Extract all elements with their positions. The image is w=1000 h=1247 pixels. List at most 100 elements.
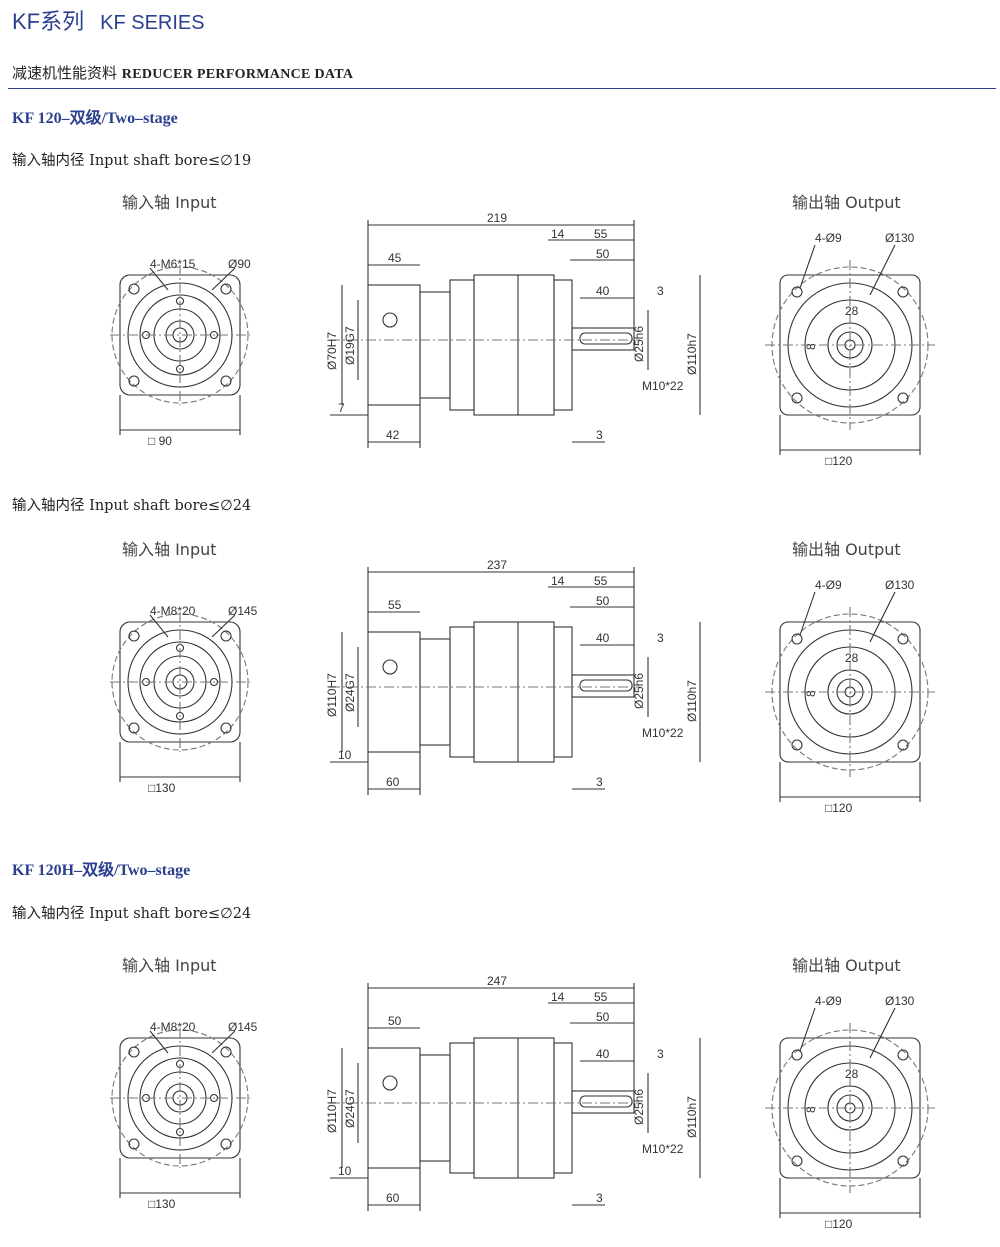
output-flange-view bbox=[765, 244, 935, 455]
side-dim-50: 50 bbox=[596, 594, 610, 608]
side-pilot-dia: Ø110h7 bbox=[685, 680, 699, 722]
side-dim-offset: 7 bbox=[338, 401, 345, 415]
side-dim-50: 50 bbox=[596, 1010, 610, 1024]
side-total-length: 219 bbox=[487, 211, 507, 225]
series-title-cn: KF系列 bbox=[12, 9, 85, 34]
side-dim-offset: 10 bbox=[338, 1164, 352, 1178]
output-view-label: 输出轴 Output bbox=[792, 193, 901, 212]
side-housing-bore: Ø110H7 bbox=[325, 1089, 339, 1133]
drawing-2: 输入轴 Input 输出轴 Output 4-M8*20 Ø145 □130 2… bbox=[0, 527, 1000, 831]
series-title-en: KF SERIES bbox=[100, 12, 205, 34]
side-dim-50: 50 bbox=[596, 247, 610, 261]
side-view bbox=[330, 983, 701, 1211]
output-key-width: 8 bbox=[804, 690, 818, 697]
output-key-width: 8 bbox=[804, 343, 818, 350]
side-dim-14: 14 bbox=[551, 227, 565, 241]
side-view bbox=[330, 220, 701, 448]
input-view-label: 输入轴 Input bbox=[122, 193, 217, 212]
side-shaft-dia: Ø25h6 bbox=[632, 326, 646, 362]
side-dim-40: 40 bbox=[596, 1047, 610, 1061]
side-housing-bore: Ø70H7 bbox=[325, 332, 339, 370]
side-dim-40: 40 bbox=[596, 631, 610, 645]
input-flange-view bbox=[110, 1028, 250, 1198]
model-title-kf120h: KF 120H–双级/Two–stage bbox=[12, 862, 191, 879]
side-dim-55: 55 bbox=[594, 227, 608, 241]
side-dim-55: 55 bbox=[594, 990, 608, 1004]
side-input-bore: Ø24G7 bbox=[343, 673, 357, 712]
side-dim-14: 14 bbox=[551, 990, 565, 1004]
side-dim-3-bottom: 3 bbox=[596, 775, 603, 789]
output-key-height: 28 bbox=[845, 1067, 859, 1081]
output-flange-view bbox=[765, 591, 935, 802]
bore-caption-2: 输入轴内径 Input shaft bore≤∅24 bbox=[12, 498, 252, 514]
output-holes-dim: 4-Ø9 bbox=[815, 231, 842, 245]
technical-drawing: 输入轴 Input 输出轴 Output 4-M8*20 Ø145 □130 2… bbox=[110, 956, 935, 1231]
side-pilot-dia: Ø110h7 bbox=[685, 333, 699, 375]
output-pcd-dim: Ø130 bbox=[885, 578, 915, 592]
output-holes-dim: 4-Ø9 bbox=[815, 994, 842, 1008]
side-dim-3-top: 3 bbox=[657, 284, 664, 298]
side-dim-input-base: 60 bbox=[386, 775, 400, 789]
side-shaft-dia: Ø25h6 bbox=[632, 673, 646, 709]
side-total-length: 237 bbox=[487, 558, 507, 572]
side-dim-input-base: 60 bbox=[386, 1191, 400, 1205]
model-title-kf120: KF 120–双级/Two–stage bbox=[12, 110, 178, 127]
output-key-height: 28 bbox=[845, 304, 859, 318]
side-dim-3-top: 3 bbox=[657, 1047, 664, 1061]
input-square-dim: □130 bbox=[148, 781, 176, 795]
input-view-label: 输入轴 Input bbox=[122, 540, 217, 559]
side-pilot-dia: Ø110h7 bbox=[685, 1096, 699, 1138]
side-dim-input-length: 50 bbox=[388, 1014, 402, 1028]
output-view-label: 输出轴 Output bbox=[792, 540, 901, 559]
output-square-dim: □120 bbox=[825, 1217, 853, 1231]
output-pcd-dim: Ø130 bbox=[885, 231, 915, 245]
side-housing-bore: Ø110H7 bbox=[325, 673, 339, 717]
input-bolt-dim: 4-M6*15 bbox=[150, 257, 196, 271]
bore-caption-3: 输入轴内径 Input shaft bore≤∅24 bbox=[12, 906, 252, 922]
side-input-bore: Ø19G7 bbox=[343, 326, 357, 365]
side-dim-3-top: 3 bbox=[657, 631, 664, 645]
output-pcd-dim: Ø130 bbox=[885, 994, 915, 1008]
input-square-dim: □ 90 bbox=[148, 434, 172, 448]
side-dim-offset: 10 bbox=[338, 748, 352, 762]
output-flange-view bbox=[765, 1007, 935, 1218]
side-view bbox=[330, 567, 701, 795]
input-pcd-dim: Ø145 bbox=[228, 604, 258, 618]
side-shaft-dia: Ø25h6 bbox=[632, 1089, 646, 1125]
side-thread-dim: M10*22 bbox=[642, 1142, 684, 1156]
section-heading: 减速机性能资料 REDUCER PERFORMANCE DATA bbox=[12, 62, 353, 83]
side-dim-55: 55 bbox=[594, 574, 608, 588]
side-dim-14: 14 bbox=[551, 574, 565, 588]
drawing-3: 输入轴 Input 输出轴 Output 4-M8*20 Ø145 □130 2… bbox=[0, 943, 1000, 1247]
input-flange-view bbox=[110, 612, 250, 782]
input-view-label: 输入轴 Input bbox=[122, 956, 217, 975]
output-square-dim: □120 bbox=[825, 454, 853, 468]
bore-caption-1: 输入轴内径 Input shaft bore≤∅19 bbox=[12, 153, 252, 169]
input-flange-view bbox=[110, 265, 250, 435]
side-dim-3-bottom: 3 bbox=[596, 428, 603, 442]
side-dim-3-bottom: 3 bbox=[596, 1191, 603, 1205]
output-holes-dim: 4-Ø9 bbox=[815, 578, 842, 592]
technical-drawing: 输入轴 Input 输出轴 Output 4-M6*15 Ø90 □ 90 21… bbox=[110, 193, 935, 468]
side-dim-input-length: 55 bbox=[388, 598, 402, 612]
side-dim-input-length: 45 bbox=[388, 251, 402, 265]
output-square-dim: □120 bbox=[825, 801, 853, 815]
technical-drawing: 输入轴 Input 输出轴 Output 4-M8*20 Ø145 □130 2… bbox=[110, 540, 935, 815]
section-heading-en: REDUCER PERFORMANCE DATA bbox=[121, 67, 354, 82]
input-square-dim: □130 bbox=[148, 1197, 176, 1211]
input-pcd-dim: Ø90 bbox=[228, 257, 251, 271]
drawing-1: 输入轴 Input 输出轴 Output 4-M6*15 Ø90 □ 90 21… bbox=[0, 180, 1000, 484]
side-dim-40: 40 bbox=[596, 284, 610, 298]
input-bolt-dim: 4-M8*20 bbox=[150, 1020, 196, 1034]
section-heading-cn: 减速机性能资料 bbox=[12, 64, 118, 82]
output-key-height: 28 bbox=[845, 651, 859, 665]
output-key-width: 8 bbox=[804, 1106, 818, 1113]
side-thread-dim: M10*22 bbox=[642, 726, 684, 740]
side-dim-input-base: 42 bbox=[386, 428, 400, 442]
input-bolt-dim: 4-M8*20 bbox=[150, 604, 196, 618]
side-total-length: 247 bbox=[487, 974, 507, 988]
series-title: KF系列 KF SERIES bbox=[12, 4, 205, 36]
header-divider bbox=[8, 88, 996, 89]
output-view-label: 输出轴 Output bbox=[792, 956, 901, 975]
side-thread-dim: M10*22 bbox=[642, 379, 684, 393]
